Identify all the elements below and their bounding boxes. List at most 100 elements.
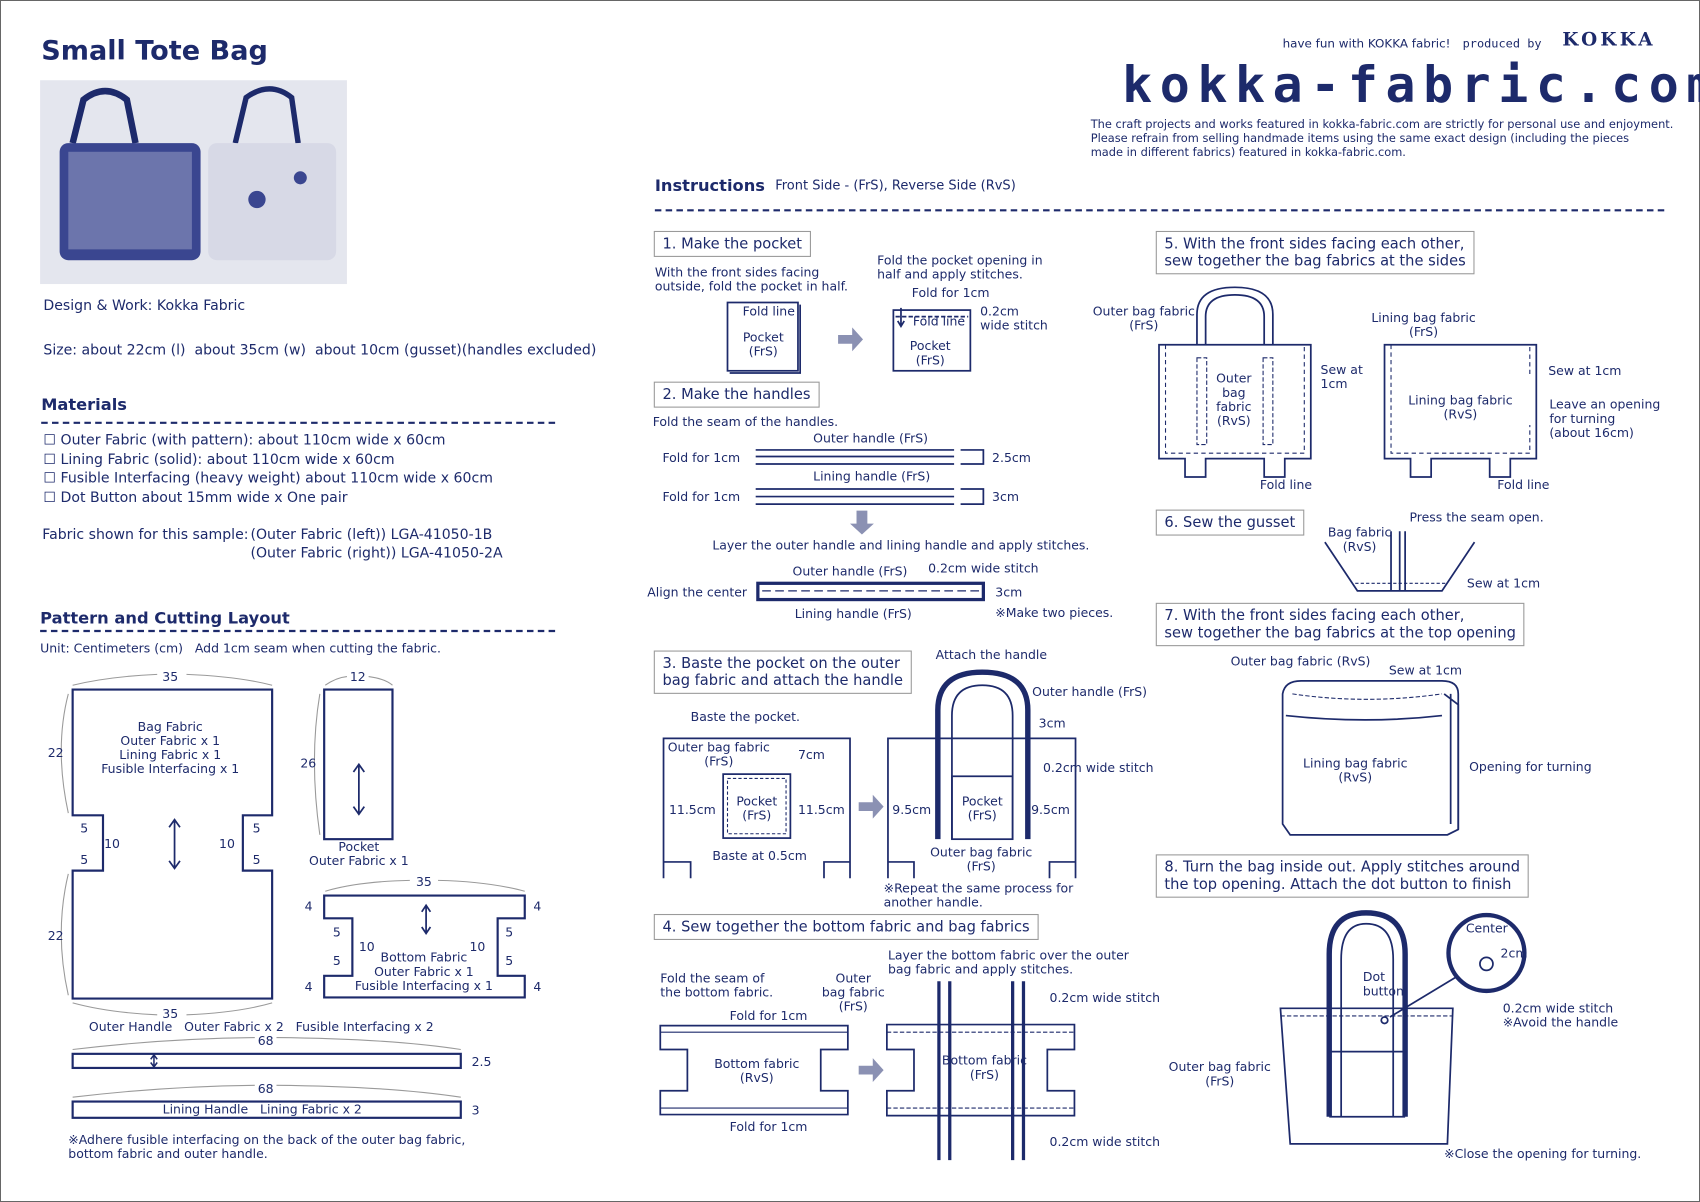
step-label: 11.5cm bbox=[797, 802, 845, 818]
dim-label: 10 bbox=[219, 835, 235, 852]
dim-label: 10 bbox=[358, 938, 375, 955]
step-label: 7cm bbox=[797, 747, 825, 763]
material-item: ☐ Lining Fabric (solid): about 110cm wid… bbox=[43, 451, 395, 468]
step-label: Lining bag fabric (FrS) bbox=[1371, 310, 1476, 340]
step-label: Pocket (FrS) bbox=[736, 793, 778, 823]
step8-title: 8. Turn the bag inside out. Apply stitch… bbox=[1155, 854, 1529, 898]
divider bbox=[654, 209, 1665, 212]
dim-label: 5 bbox=[252, 820, 261, 836]
dim-label: 5 bbox=[505, 924, 514, 941]
step4-title: 4. Sew together the bottom fabric and ba… bbox=[653, 913, 1039, 941]
step6-gusset-drawing bbox=[1324, 531, 1476, 592]
step-label: 9.5cm bbox=[1031, 802, 1070, 818]
piece-label: Outer Fabric x 1 bbox=[120, 732, 221, 749]
step-label: Lining handle (FrS) bbox=[794, 606, 912, 622]
dimension-lines bbox=[60, 673, 525, 1098]
step-label: Fold for 1cm bbox=[911, 285, 990, 301]
step-label: 0.2cm wide stitch bbox=[1049, 989, 1161, 1006]
divider bbox=[41, 421, 556, 424]
dim-label: 5 bbox=[332, 924, 341, 941]
step-label: 0.2cm wide stitch bbox=[1049, 1134, 1161, 1150]
step-label: Outer bag fabric (FrS) bbox=[930, 844, 1033, 874]
step-label: 0.2cm wide stitch ※Avoid the handle bbox=[1502, 1000, 1619, 1030]
step8-bag-drawing bbox=[1279, 910, 1527, 1145]
piece-label: Outer Fabric x 1 bbox=[374, 963, 474, 980]
dim-label: 22 bbox=[47, 928, 64, 944]
dim-label: 2.5 bbox=[471, 1053, 492, 1070]
fusible-note: ※Adhere fusible interfacing on the back … bbox=[68, 1131, 466, 1148]
step6-title: 6. Sew the gusset bbox=[1155, 509, 1304, 536]
step-text: Baste the pocket. bbox=[690, 709, 800, 725]
checkbox-icon[interactable]: ☐ bbox=[43, 470, 57, 487]
piece-label: Pocket bbox=[338, 839, 380, 855]
handle-pattern-pieces bbox=[71, 1052, 462, 1119]
step-label: Sew at 1cm bbox=[1320, 362, 1363, 392]
tote-bags-photo bbox=[59, 86, 337, 261]
step-label: Pocket (FrS) bbox=[961, 793, 1003, 823]
step-label: Outer handle (FrS) bbox=[813, 430, 929, 446]
step2-title: 2. Make the handles bbox=[653, 381, 820, 408]
step-label: Fold line bbox=[1259, 477, 1313, 493]
produced-by: produced by bbox=[1462, 36, 1542, 51]
step-label: Fold line bbox=[1497, 477, 1550, 493]
pattern-heading: Pattern and Cutting Layout bbox=[40, 608, 290, 628]
step5-bag-drawings bbox=[1158, 286, 1538, 478]
bottom-fabric-pattern-piece bbox=[323, 894, 526, 999]
piece-label: Fusible Interfacing x 1 bbox=[354, 977, 493, 994]
finished-size: Size: about 22cm (l) about 35cm (w) abou… bbox=[43, 342, 597, 359]
step-label: 0.2cm wide stitch bbox=[1043, 760, 1154, 776]
arrow-icons bbox=[838, 327, 884, 1083]
step-label: Outer handle (FrS) bbox=[1032, 684, 1148, 700]
step-label: 2cm bbox=[1500, 945, 1528, 961]
site-logo[interactable]: kokka-fabric.com bbox=[1122, 55, 1700, 114]
dim-label: 35 bbox=[162, 1006, 179, 1022]
step-label: Sew at 1cm bbox=[1548, 363, 1622, 379]
tagline: have fun with KOKKA fabric! bbox=[1282, 36, 1451, 51]
step-text: With the front sides facing outside, fol… bbox=[654, 264, 849, 294]
dim-label: 5 bbox=[252, 852, 261, 868]
dim-label: 5 bbox=[80, 852, 89, 868]
step-label: 11.5cm bbox=[668, 802, 716, 818]
step-label: Fold line bbox=[912, 313, 966, 329]
dim-label: 4 bbox=[533, 979, 542, 995]
dim-label: 35 bbox=[162, 668, 179, 685]
piece-label: Bottom Fabric bbox=[380, 949, 468, 965]
piece-label: Lining Fabric x 1 bbox=[119, 747, 222, 763]
step-label: 2.5cm bbox=[992, 449, 1031, 466]
step-label: ※Close the opening for turning. bbox=[1444, 1145, 1642, 1162]
step-label: 0.2cm wide stitch bbox=[928, 560, 1039, 576]
step-label: Outer bag fabric (RvS) bbox=[1230, 653, 1371, 669]
step7-bag-drawing bbox=[1281, 680, 1460, 836]
step-label: Sew at 1cm bbox=[1466, 575, 1541, 591]
step-label: Fold for 1cm bbox=[729, 1118, 808, 1135]
step-label: Fold for 1cm bbox=[662, 449, 741, 466]
step-text: Attach the handle bbox=[935, 647, 1048, 663]
step1-title: 1. Make the pocket bbox=[653, 230, 811, 257]
step-label: ※Repeat the same process for another han… bbox=[883, 880, 1074, 910]
step-label: ※Make two pieces. bbox=[995, 604, 1114, 621]
dim-label: 22 bbox=[47, 744, 64, 761]
step-label: 9.5cm bbox=[892, 802, 932, 818]
step7-title: 7. With the front sides facing each othe… bbox=[1155, 602, 1525, 647]
material-item: ☐ Outer Fabric (with pattern): about 110… bbox=[43, 432, 446, 449]
material-item: ☐ Fusible Interfacing (heavy weight) abo… bbox=[43, 470, 493, 487]
dim-label: 10 bbox=[469, 938, 486, 955]
page-title: Small Tote Bag bbox=[41, 34, 268, 67]
step-text: Fold the pocket opening in half and appl… bbox=[877, 252, 1043, 282]
piece-label: Outer Handle Outer Fabric x 2 Fusible In… bbox=[88, 1019, 434, 1035]
dim-label: 5 bbox=[80, 820, 89, 836]
step-label: Lining handle (FrS) bbox=[813, 468, 931, 484]
disclaimer: made in different fabrics) featured in k… bbox=[1090, 146, 1406, 160]
step-label: Dot button bbox=[1362, 969, 1404, 999]
checkbox-icon[interactable]: ☐ bbox=[43, 489, 57, 506]
checkbox-icon[interactable]: ☐ bbox=[43, 451, 57, 468]
instructions-heading: Instructions bbox=[654, 175, 765, 196]
design-credit: Design & Work: Kokka Fabric bbox=[43, 298, 246, 315]
step-label: 0.2cm wide stitch bbox=[980, 303, 1048, 333]
step1-pocket-drawings bbox=[726, 301, 972, 374]
materials-heading: Materials bbox=[41, 394, 127, 415]
step3-bag-drawings bbox=[662, 669, 1077, 879]
checkbox-icon[interactable]: ☐ bbox=[43, 432, 57, 449]
pocket-pattern-piece bbox=[323, 688, 394, 841]
